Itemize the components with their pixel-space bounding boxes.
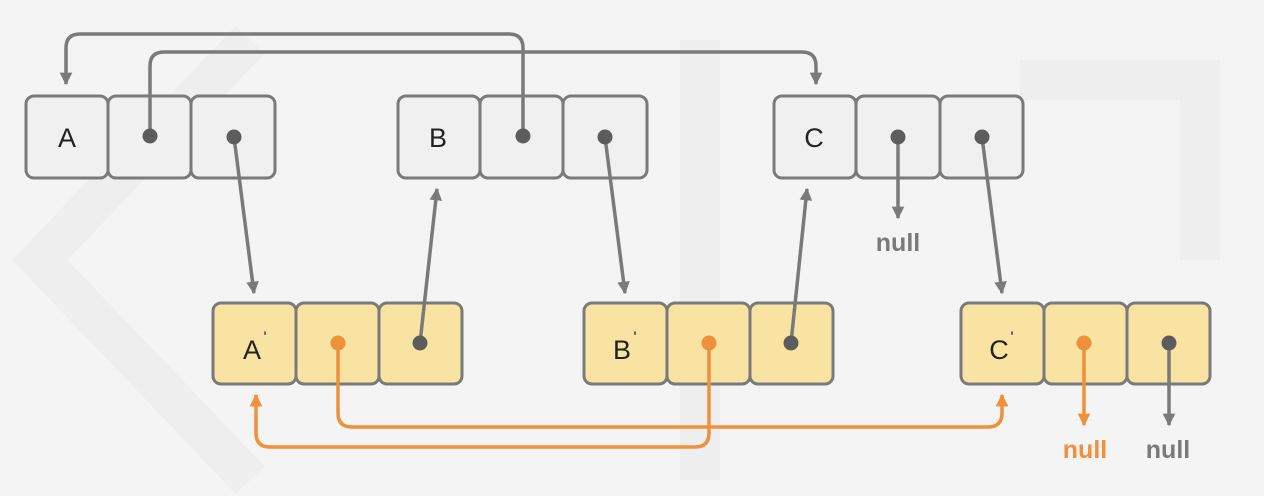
node-a-copy-mark: ' xyxy=(263,330,266,347)
node-b-copy-mark: ' xyxy=(633,330,636,347)
arrow-a-copy-random xyxy=(336,343,1009,429)
dot-b-random xyxy=(515,128,531,144)
arrow-b-random xyxy=(59,32,525,136)
dot-c-next xyxy=(974,129,990,145)
dot-b-copy-random xyxy=(701,335,717,351)
node-a-copy-label: A xyxy=(243,335,261,365)
dot-c-copy-next xyxy=(1161,335,1177,351)
arrow-a-to-a-copy xyxy=(232,136,259,295)
arrow-a-random xyxy=(148,50,823,136)
null-label-c-copy-random: null xyxy=(1063,436,1107,464)
arrow-b-copy-random xyxy=(249,343,711,449)
dot-a-copy-random xyxy=(330,335,346,351)
node-b: B xyxy=(396,94,649,180)
dot-a-next xyxy=(226,129,242,145)
node-c-label: C xyxy=(804,123,824,153)
dot-c-copy-random xyxy=(1076,335,1092,351)
arrow-b-to-b-copy xyxy=(603,136,630,295)
arrow-a-copy-to-b xyxy=(418,187,443,344)
null-label-c-copy-next: null xyxy=(1146,436,1190,464)
dot-a-random xyxy=(142,128,158,144)
dot-a-copy-next xyxy=(412,335,428,351)
node-b-copy-label: B xyxy=(613,335,631,365)
dot-b-next xyxy=(597,129,613,145)
node-c-copy-mark: ' xyxy=(1010,330,1013,347)
node-a-label: A xyxy=(58,123,76,153)
arrow-c-to-c-copy xyxy=(980,136,1007,295)
node-c-copy-label: C xyxy=(989,335,1009,365)
null-label-c-random: null xyxy=(876,229,920,257)
dot-b-copy-next xyxy=(783,335,799,351)
node-b-label: B xyxy=(429,123,447,153)
dot-c-random xyxy=(890,129,906,145)
arrow-b-copy-to-c xyxy=(789,187,813,344)
